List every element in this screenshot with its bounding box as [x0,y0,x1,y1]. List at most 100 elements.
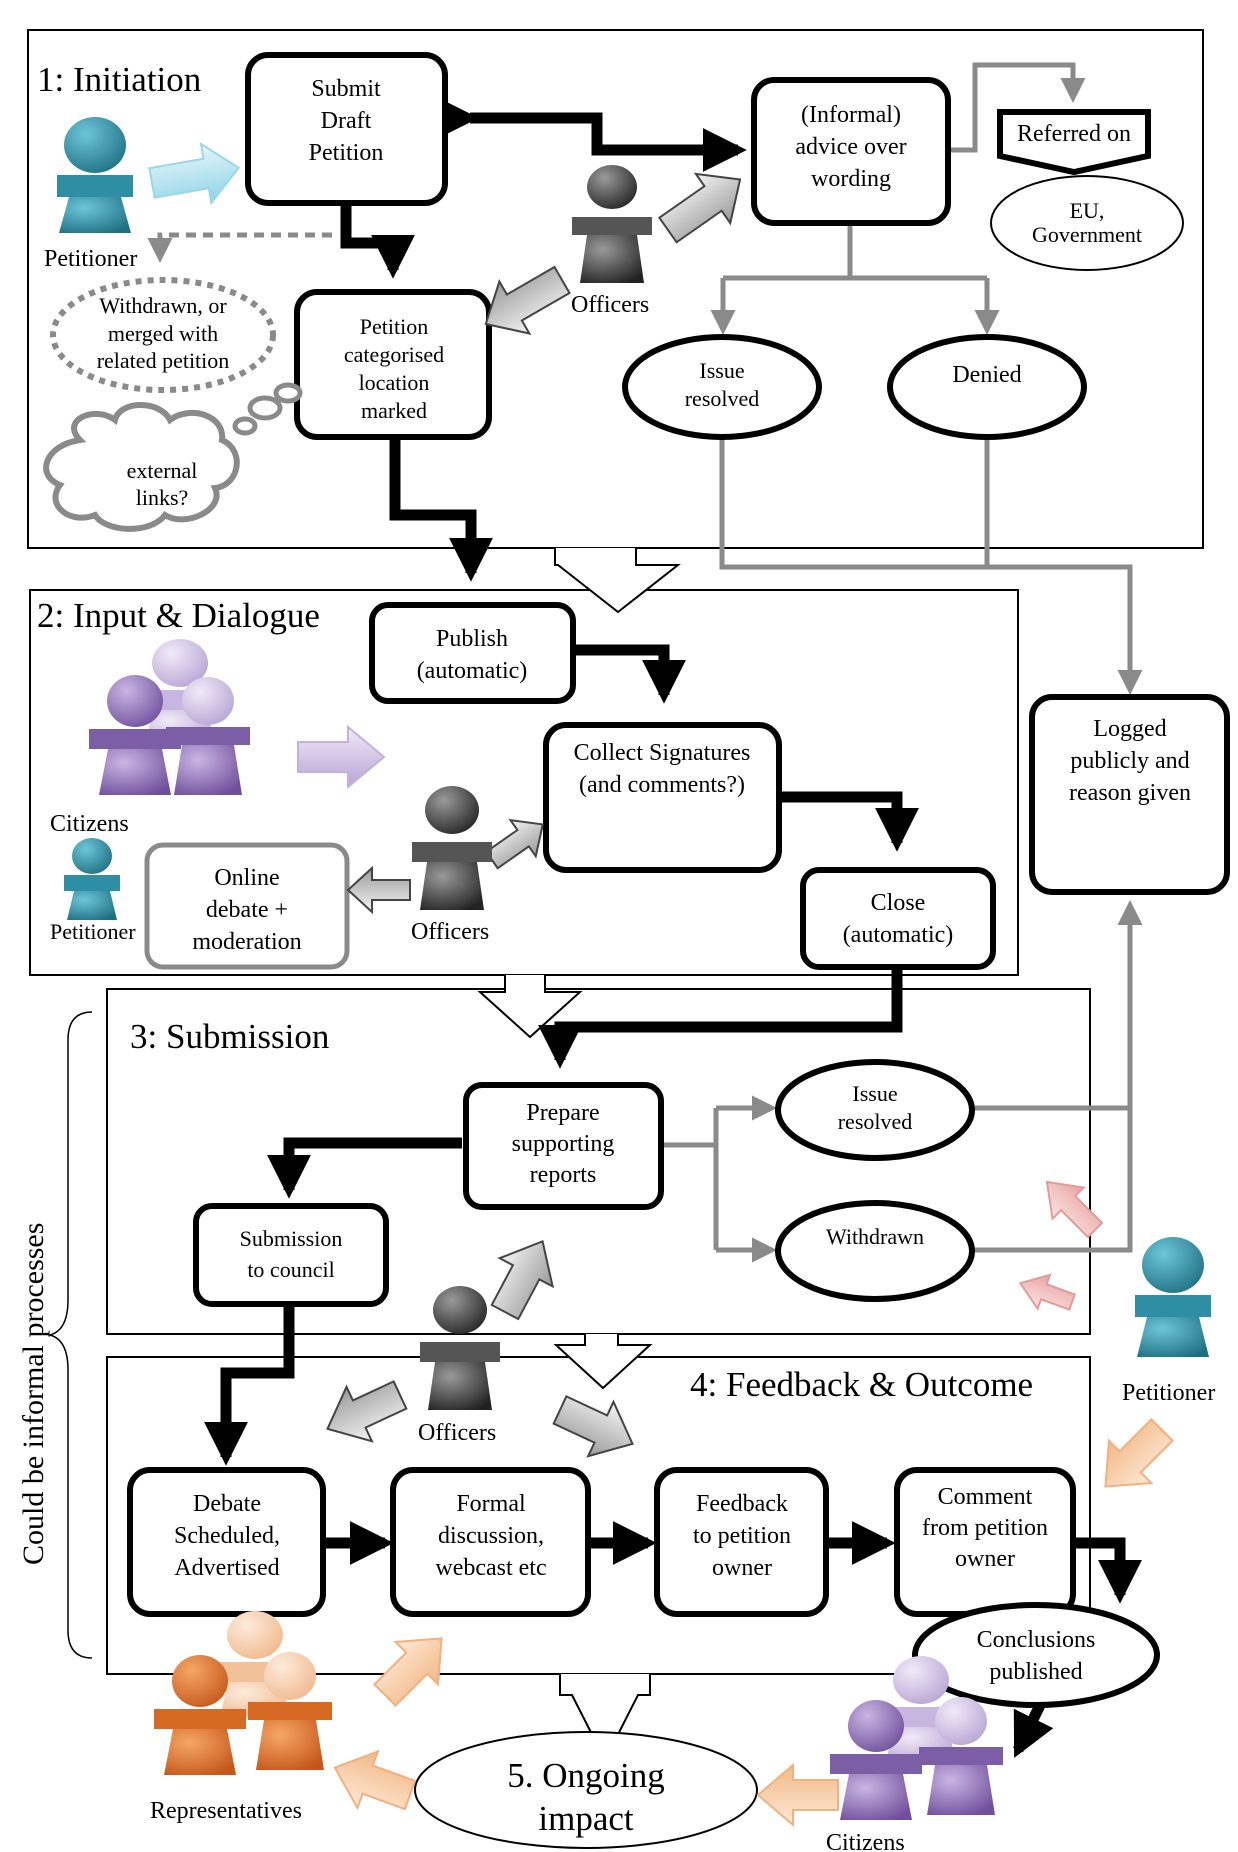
flow-prepare-to-submission [267,1137,462,1199]
prepare-line-3: reports [530,1162,597,1188]
block-arrow-officers-to-online-debate [346,865,411,915]
external-links-line-1: external [127,458,198,483]
petitioner-label-3: Petitioner [1122,1380,1215,1406]
block-arrow-petitioner-to-submit [148,141,241,206]
ongoing-impact-line-1: 5. Ongoing [507,1756,665,1795]
comment-line-2: from petition [922,1515,1048,1541]
flow-submit-to-withdrawn-dashed [147,232,332,263]
flow-issue-resolved-to-logged [719,430,1143,695]
withdrawn-merged-line-1: Withdrawn, or [99,293,227,318]
flow-categorised-to-publish [389,437,493,582]
eu-government-node: EU,Government [990,175,1184,271]
petitioner-label-2: Petitioner [50,919,136,944]
flow-submission-to-debate [204,1305,295,1466]
comment-line-1: Comment [938,1484,1033,1510]
feedback-line-2: to petition [693,1523,791,1549]
feedback-line-3: owner [712,1555,772,1581]
phase-transition-arrow-3 [553,1334,653,1390]
feedback-line-1: Feedback [696,1491,788,1517]
phase-1-title: 1: Initiation [37,60,201,99]
ongoing-impact-line-2: impact [538,1799,634,1838]
flow-collect-to-close [777,791,919,852]
debate-line-2: Scheduled, [174,1523,280,1549]
collect-signatures-node: Collect Signatures(and comments?) [543,722,782,873]
flow-close-to-prepare [538,967,903,1069]
officers-label-1: Officers [571,292,649,318]
submit-draft-line-3: Petition [309,140,384,166]
block-arrow-officers-to-categorised [484,265,571,335]
close-node: Close(automatic) [800,867,996,970]
prepare-line-1: Prepare [526,1100,599,1126]
submit-draft-line-2: Draft [321,108,372,134]
categorised-line-2: categorised [344,342,444,367]
submission-line-1: Submission [240,1226,343,1251]
informal-advice-line-1: (Informal) [801,102,901,128]
online-debate-line-2: debate + [206,897,288,923]
issue-resolved-1-line-1: Issue [699,358,744,383]
officers-icon-3 [420,1286,500,1410]
block-arrow-officers-to-collect [484,818,544,870]
svg-text:Publish(automatic): Publish(automatic) [417,626,528,684]
block-arrow-officers-to-debate [326,1380,408,1443]
conclusions-line-2: published [989,1659,1082,1685]
block-arrow-petitioner-to-comment [1104,1417,1175,1488]
block-arrow-impact-to-representatives [333,1749,417,1811]
informal-processes-brace [47,1011,93,1659]
informal-processes-label: Could be informal processes [17,1223,50,1565]
submission-line-2: to council [247,1257,334,1282]
collect-signatures-line-1: Collect Signatures [574,740,751,766]
officers-label-2: Officers [411,919,489,945]
withdrawn-label: Withdrawn [826,1224,924,1249]
submit-draft-line-1: Submit [311,76,381,102]
svg-text:Close(automatic): Close(automatic) [843,890,954,948]
petitioner-icon-3 [1135,1237,1211,1357]
officers-icon-2 [412,786,492,910]
svg-text:Collect Signatures(and comment: Collect Signatures(and comments?) [574,740,751,798]
conclusions-published-node: Conclusions published [912,1602,1160,1708]
citizens-label-1: Citizens [50,811,129,837]
external-links-line-2: links? [136,485,189,510]
categorised-line-3: location [359,370,430,395]
online-debate-line-3: moderation [192,929,301,955]
withdrawn-merged-line-3: related petition [97,348,230,373]
categorised-line-1: Petition [360,314,428,339]
citizens-label-2: Citizens [826,1830,905,1852]
block-arrow-representatives-to-debate [372,1637,443,1708]
citizens-icon-2 [830,1656,1003,1820]
petitioner-label-1: Petitioner [44,246,137,272]
denied-label: Denied [952,362,1021,388]
publish-node: Publish(automatic) [369,602,576,704]
publish-line-2: (automatic) [417,658,528,684]
conclusions-line-1: Conclusions [977,1627,1096,1653]
flow-issue-resolved-2-to-logged [975,900,1143,1111]
withdrawn-merged-line-2: merged with [108,321,218,346]
eu-government-line-2: Government [1032,222,1142,247]
referred-on-node: Referred on [997,109,1151,176]
phase-4-title: 4: Feedback & Outcome [690,1365,1033,1404]
flow-advice-to-referred [945,62,1086,153]
formal-line-2: discussion, [438,1523,544,1549]
